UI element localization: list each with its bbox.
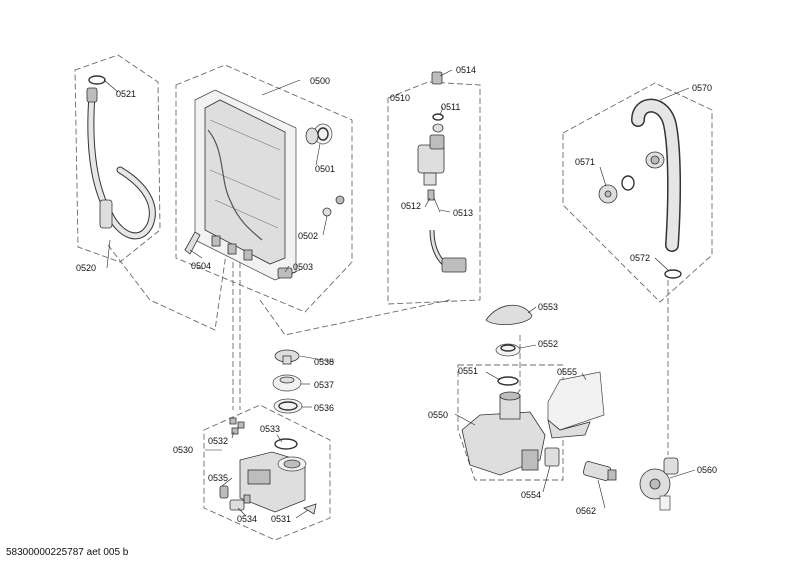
inlet-valve-0510 — [417, 134, 467, 273]
label-0533: 0533 — [260, 424, 280, 434]
connector-0512 — [427, 189, 435, 201]
group-0530-boundary — [203, 404, 331, 541]
label-0552: 0552 — [538, 339, 558, 349]
bracket-0555 — [547, 371, 605, 439]
label-0513: 0513 — [453, 208, 473, 218]
label-0511: 0511 — [441, 102, 460, 112]
ring-0536 — [273, 398, 303, 414]
label-0535: 0535 — [208, 473, 228, 483]
ring-0552 — [495, 343, 521, 357]
dome-0537 — [272, 374, 302, 392]
group-0520-boundary — [74, 54, 161, 263]
fill-hose-0570 — [631, 98, 682, 252]
label-0560: 0560 — [697, 465, 717, 475]
pump-0562 — [582, 461, 617, 481]
label-0550: 0550 — [428, 410, 448, 420]
label-0551: 0551 — [458, 366, 478, 376]
clip-0554 — [544, 447, 560, 467]
routing-line-4 — [259, 299, 451, 336]
leader-lines — [106, 69, 696, 519]
label-0503: 0503 — [293, 262, 313, 272]
label-0514: 0514 — [456, 65, 476, 75]
top-cover-0538 — [274, 349, 300, 365]
label-0510: 0510 — [390, 93, 410, 103]
label-0555: 0555 — [557, 367, 577, 377]
routing-line-5 — [504, 335, 521, 411]
strainer-0511 — [432, 113, 444, 133]
part-labels: 0500 0501 0502 0503 0504 0510 0511 0512 … — [76, 65, 717, 524]
seal-0551 — [497, 376, 519, 386]
clip-0504 — [184, 231, 201, 255]
label-0571: 0571 — [575, 157, 595, 167]
group-0510-boundary — [387, 81, 481, 305]
valve-0534 — [229, 494, 251, 511]
cap-0514 — [431, 71, 443, 85]
drain-pump-0560 — [639, 457, 679, 511]
hose-clamp-0521 — [88, 75, 119, 93]
cover-0553 — [485, 304, 533, 326]
label-0572: 0572 — [630, 253, 650, 263]
sensor-0503 — [277, 267, 301, 279]
label-0570: 0570 — [692, 83, 712, 93]
label-0521: 0521 — [116, 89, 136, 99]
container-0530 — [239, 451, 307, 513]
seal-0501 — [305, 123, 333, 145]
label-0537: 0537 — [314, 380, 334, 390]
small-parts-0532 — [229, 417, 245, 435]
label-0501: 0501 — [315, 164, 335, 174]
side-panel-0500 — [194, 89, 297, 281]
label-0532: 0532 — [208, 436, 228, 446]
sump-0550 — [461, 391, 546, 476]
label-0530: 0530 — [173, 445, 193, 455]
group-0550-boundary — [457, 364, 564, 481]
plug-0502 — [322, 195, 345, 217]
group-0500-boundary — [175, 64, 353, 313]
label-0502: 0502 — [298, 231, 318, 241]
clip-0535 — [219, 485, 229, 499]
clip-0531 — [303, 503, 317, 515]
label-0554: 0554 — [521, 490, 541, 500]
drain-hose-0520 — [86, 87, 156, 240]
label-0531: 0531 — [271, 514, 291, 524]
label-0500: 0500 — [310, 76, 330, 86]
label-0520: 0520 — [76, 263, 96, 273]
group-boundaries — [74, 54, 713, 541]
group-0570-boundary — [562, 82, 713, 303]
gasket-0533 — [274, 438, 298, 450]
label-0512: 0512 — [401, 201, 421, 211]
label-0538: 0538 — [314, 357, 334, 367]
wire-0513 — [433, 197, 441, 213]
label-0562: 0562 — [576, 506, 596, 516]
label-0534: 0534 — [237, 514, 257, 524]
label-0504: 0504 — [191, 261, 211, 271]
seal-ring-0572 — [664, 269, 682, 279]
label-0553: 0553 — [538, 302, 558, 312]
document-id: 58300000225787 aet 005 b — [6, 547, 129, 558]
routing-line-1 — [107, 239, 229, 331]
hose-nut-0571 — [598, 175, 635, 204]
label-0536: 0536 — [314, 403, 334, 413]
